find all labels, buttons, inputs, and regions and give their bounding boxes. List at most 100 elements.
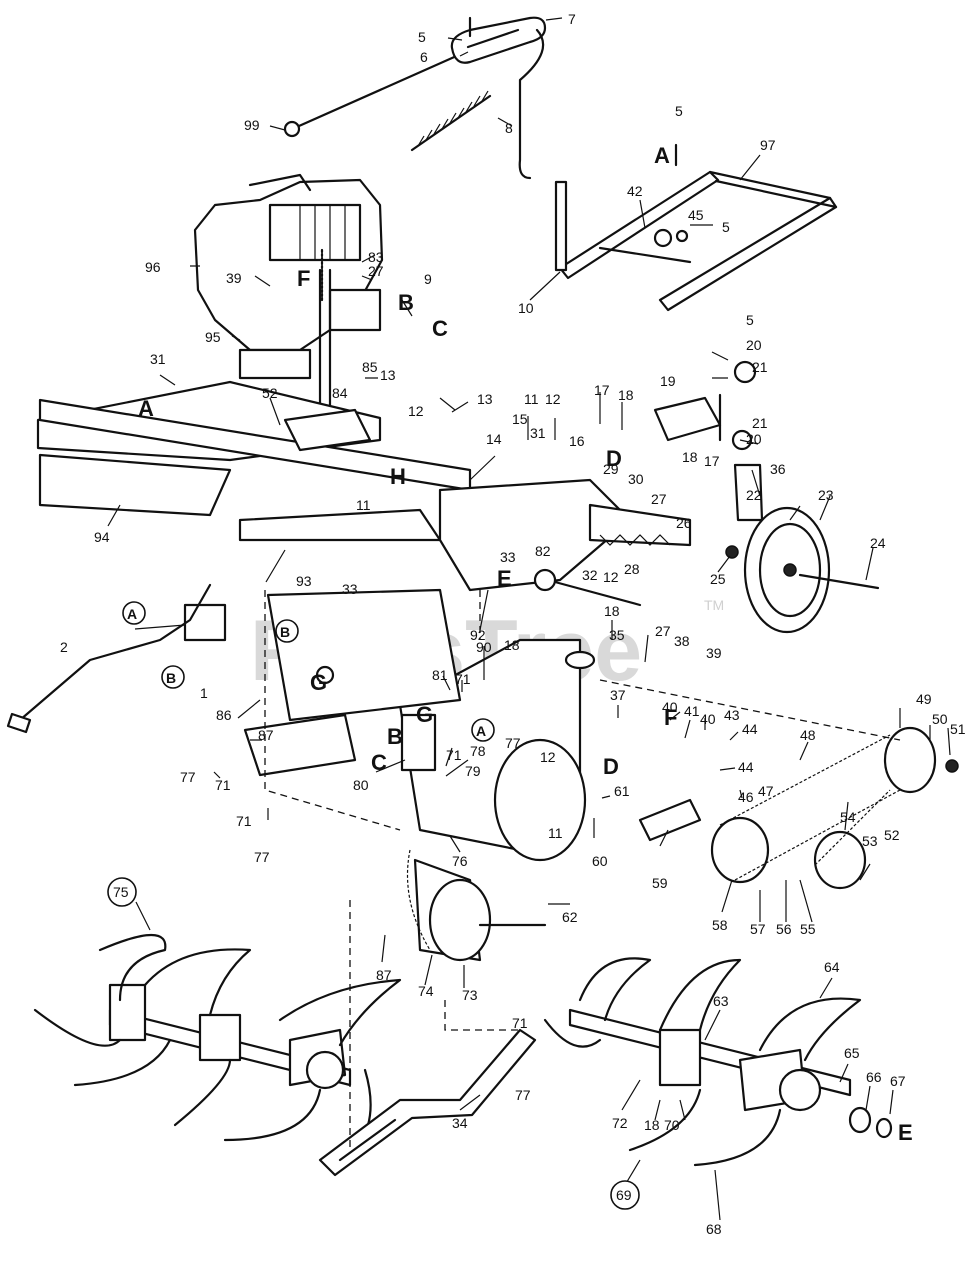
- callout-33-a: 33: [500, 549, 516, 565]
- callout-11-c: 11: [548, 825, 563, 841]
- callout-55: 55: [800, 921, 816, 937]
- callout-31-b: 31: [530, 425, 546, 441]
- callout-27-link: 27: [655, 623, 671, 639]
- callout-44-a: 44: [742, 721, 758, 737]
- frame-crossbar-top: [708, 170, 832, 200]
- rod-end-knob: [283, 120, 301, 138]
- letter-g-transmission: G: [416, 702, 433, 727]
- depth-stake-slot: [338, 1118, 397, 1162]
- callout-13-a: 13: [380, 367, 396, 383]
- callout-24: 24: [870, 535, 886, 551]
- tine-blade-6: [223, 1088, 322, 1142]
- svg-text:69: 69: [616, 1187, 632, 1203]
- pulley-54: [813, 830, 867, 890]
- callout-78: 78: [470, 743, 486, 759]
- assembly-lines: [264, 590, 901, 1150]
- depth-stake-bar: [318, 1028, 537, 1177]
- callout-12-b: 12: [545, 391, 561, 407]
- callout-19: 19: [660, 373, 676, 389]
- letter-f-engine: F: [297, 266, 310, 291]
- pulley-58: [710, 816, 770, 884]
- letter-c-engine: C: [432, 316, 448, 341]
- shield-panel-86: [266, 588, 462, 722]
- callout-85: 85: [362, 359, 378, 375]
- tine-end-cap-left: [305, 1050, 345, 1090]
- callout-18-d: 18: [504, 637, 520, 653]
- callout-61: 61: [614, 783, 630, 799]
- callout-60: 60: [592, 853, 608, 869]
- frame-washer: [653, 228, 673, 248]
- letter-b-engine: B: [398, 290, 414, 315]
- callout-40-b: 40: [700, 711, 716, 727]
- callout-72: 72: [612, 1115, 628, 1131]
- callout-48: 48: [800, 727, 816, 743]
- depth-stake: [318, 1028, 537, 1177]
- tine-blade-2: [33, 1008, 122, 1047]
- control-rod-assembly: [283, 16, 547, 180]
- cable-2: [18, 583, 212, 722]
- letter-b-transmission: B: [387, 724, 403, 749]
- callout-47: 47: [758, 783, 774, 799]
- callout-8: 8: [505, 120, 513, 136]
- callout-30: 30: [628, 471, 644, 487]
- letter-a-frame: A: [654, 143, 670, 168]
- callout-40-a: 40: [662, 699, 678, 715]
- spring-coils: [417, 90, 489, 147]
- washer-E: [533, 568, 557, 592]
- callout-33-b: 33: [342, 581, 358, 597]
- engine-cooling-fins: [299, 205, 346, 260]
- callout-71-c: 71: [236, 813, 252, 829]
- switch-1: [183, 603, 227, 642]
- callout-2: 2: [60, 639, 68, 655]
- callout-7: 7: [568, 11, 576, 27]
- callout-18-e: 18: [644, 1117, 660, 1133]
- part-callouts: 5 6 7 99 8 5 97 42 45 5 10 96 39 83 27 9…: [60, 11, 966, 1237]
- leader-lines: [107, 17, 951, 1221]
- callout-77-d: 77: [515, 1087, 531, 1103]
- callout-18-b: 18: [682, 449, 698, 465]
- callout-17-a: 17: [594, 382, 610, 398]
- tine-washer: [848, 1106, 872, 1134]
- callout-71-a: 71: [455, 671, 471, 687]
- tine-hub-plate-r1: [658, 1028, 702, 1087]
- circled-letter-b-cable: B: [161, 665, 185, 689]
- wheel-axle-bolt: [798, 573, 880, 590]
- main-frame: [36, 380, 692, 592]
- callout-96: 96: [145, 259, 161, 275]
- tine-blade-r6: [693, 1108, 782, 1167]
- assembly-line-3: [444, 1000, 520, 1031]
- callout-49: 49: [916, 691, 932, 707]
- callout-11-b: 11: [524, 391, 539, 407]
- belt-drive: [638, 726, 959, 890]
- circled-letter-a-cable: A: [122, 601, 146, 625]
- callout-5-frame: 5: [675, 103, 683, 119]
- callout-35: 35: [609, 627, 625, 643]
- tine-blade-r1: [578, 957, 652, 1022]
- circled-letter-a-transmission: A: [471, 718, 495, 742]
- callout-46: 46: [738, 789, 754, 805]
- callout-45: 45: [688, 207, 704, 223]
- letter-h-tube: H: [390, 464, 406, 489]
- callout-68: 68: [706, 1221, 722, 1237]
- callout-32: 32: [582, 567, 598, 583]
- callout-25: 25: [710, 571, 726, 587]
- callout-65: 65: [844, 1045, 860, 1061]
- callout-92: 92: [470, 627, 486, 643]
- callout-69-circled: 69: [610, 1180, 640, 1210]
- drive-belt: [719, 734, 901, 881]
- callout-18-a: 18: [618, 387, 634, 403]
- callout-57: 57: [750, 921, 766, 937]
- callout-53: 53: [862, 833, 878, 849]
- callout-6: 6: [420, 49, 428, 65]
- callout-13-b: 13: [477, 391, 493, 407]
- input-bushing: [564, 650, 596, 670]
- callout-10: 10: [518, 300, 534, 316]
- callout-52-a: 52: [262, 385, 278, 401]
- callout-82: 82: [535, 543, 551, 559]
- letter-d-bracket: D: [606, 446, 622, 471]
- callout-51: 51: [950, 721, 966, 737]
- tine-pin: [875, 1117, 893, 1139]
- callout-17-b: 17: [704, 453, 720, 469]
- lever-link: [518, 28, 545, 180]
- callout-87-a: 87: [258, 727, 274, 743]
